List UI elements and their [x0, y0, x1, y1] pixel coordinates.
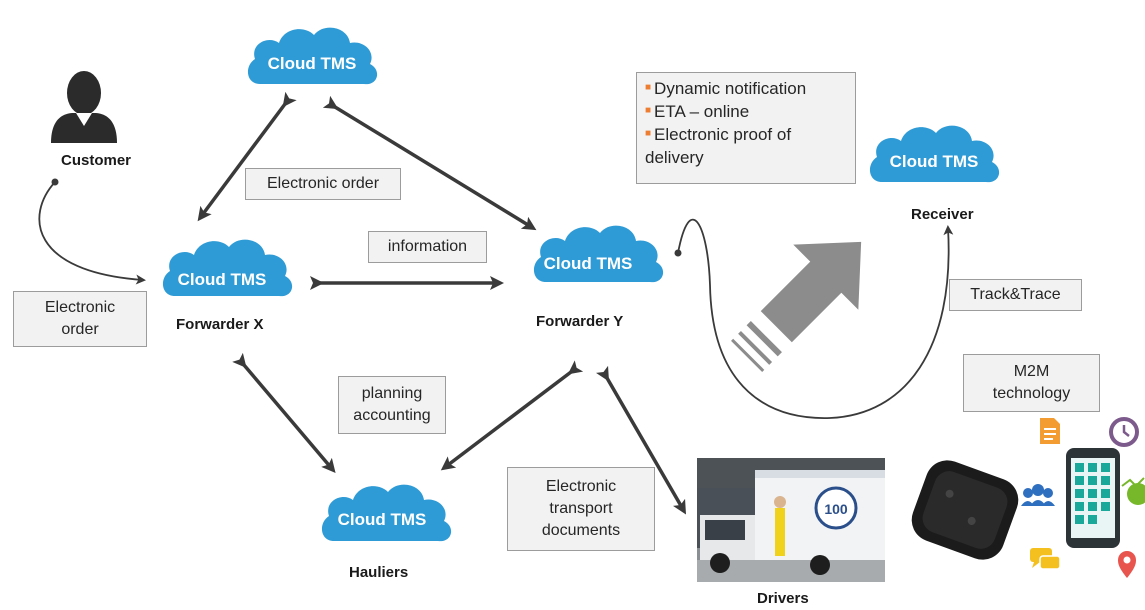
- arrow-forwarder-y-to-hauliers: [440, 360, 584, 471]
- connector-track-trace: [677, 218, 954, 419]
- box-electronic-order-left: Electronic order: [13, 291, 147, 347]
- box-line: planning: [361, 385, 423, 402]
- connector-dot: [51, 178, 59, 186]
- box-line: Track&Trace: [970, 286, 1061, 303]
- cloud-label: Cloud TMS: [544, 254, 633, 273]
- box-transport-documents: Electronic transport documents: [507, 467, 655, 551]
- label-customer: Customer: [61, 152, 132, 169]
- arrow-top-to-forwarder-x: [197, 91, 297, 222]
- box-track-trace: Track&Trace: [949, 279, 1082, 311]
- arrow-top-to-forwarder-y: [322, 95, 537, 231]
- arrow-forwarder-y-to-drivers: [595, 365, 687, 515]
- bullet-icon: ■: [645, 128, 652, 139]
- bullet-icon: ■: [645, 105, 652, 116]
- box-line: M2M: [1013, 363, 1050, 380]
- person-icon: [51, 71, 117, 143]
- cloud-label: Cloud TMS: [268, 54, 357, 73]
- cloud-label: Cloud TMS: [178, 270, 267, 289]
- box-line: order: [61, 321, 99, 338]
- connector-dot: [674, 249, 682, 257]
- notification-text: ETA – online: [654, 102, 750, 121]
- bullet-icon: ■: [645, 82, 652, 93]
- box-information: information: [368, 231, 487, 263]
- chat-icon: [1030, 548, 1061, 570]
- svg-text:100: 100: [824, 501, 848, 517]
- clock-icon: [1109, 417, 1139, 447]
- notification-item: ■ETA – online: [645, 100, 847, 123]
- notification-item: ■Electronic proof of: [645, 123, 847, 146]
- box-electronic-order-top: Electronic order: [245, 168, 401, 200]
- notification-features-box: ■Dynamic notification ■ETA – online ■Ele…: [636, 72, 856, 184]
- box-line: technology: [992, 385, 1071, 402]
- box-line: Electronic order: [266, 175, 380, 192]
- cloud-label: Cloud TMS: [890, 152, 979, 171]
- notification-text: delivery: [645, 148, 704, 167]
- box-line: accounting: [353, 407, 431, 424]
- box-planning-accounting: planning accounting: [338, 376, 446, 434]
- cloud-label: Cloud TMS: [338, 510, 427, 529]
- label-hauliers: Hauliers: [349, 564, 409, 581]
- box-line: information: [387, 238, 468, 255]
- cloud-tms-receiver: Cloud TMS: [869, 125, 1000, 183]
- arrow-forwarder-x-to-hauliers: [232, 352, 336, 474]
- notification-text: Electronic proof of: [654, 125, 792, 144]
- truck-photo: 100: [697, 458, 885, 582]
- notification-text: Dynamic notification: [654, 79, 807, 98]
- box-line: documents: [541, 522, 621, 539]
- notification-item: delivery: [645, 146, 847, 169]
- label-forwarder-x: Forwarder X: [176, 316, 264, 333]
- box-line: transport: [549, 500, 613, 517]
- cloud-tms-forwarder-y: Cloud TMS: [533, 225, 664, 283]
- label-receiver: Receiver: [911, 206, 974, 223]
- connector-customer-to-forwarder-x: [38, 181, 146, 285]
- cloud-tms-forwarder-x: Cloud TMS: [162, 239, 293, 297]
- users-icon: [1021, 484, 1055, 506]
- cloud-tms-hauliers: Cloud TMS: [321, 484, 452, 542]
- label-forwarder-y: Forwarder Y: [536, 313, 624, 330]
- box-line: Electronic: [545, 478, 617, 495]
- smartphone-icon: [1066, 448, 1120, 548]
- cloud-tms-top: Cloud TMS: [247, 27, 378, 85]
- label-drivers: Drivers: [757, 590, 809, 607]
- document-icon: [1040, 418, 1060, 444]
- pin-icon: [1118, 551, 1136, 578]
- notification-item: ■Dynamic notification: [645, 77, 847, 100]
- chart-icon: [1121, 477, 1145, 505]
- gps-tracker-icon: [911, 460, 1019, 560]
- box-m2m-technology: M2M technology: [963, 354, 1100, 412]
- big-grey-arrow: [731, 241, 862, 372]
- box-line: Electronic: [44, 299, 116, 316]
